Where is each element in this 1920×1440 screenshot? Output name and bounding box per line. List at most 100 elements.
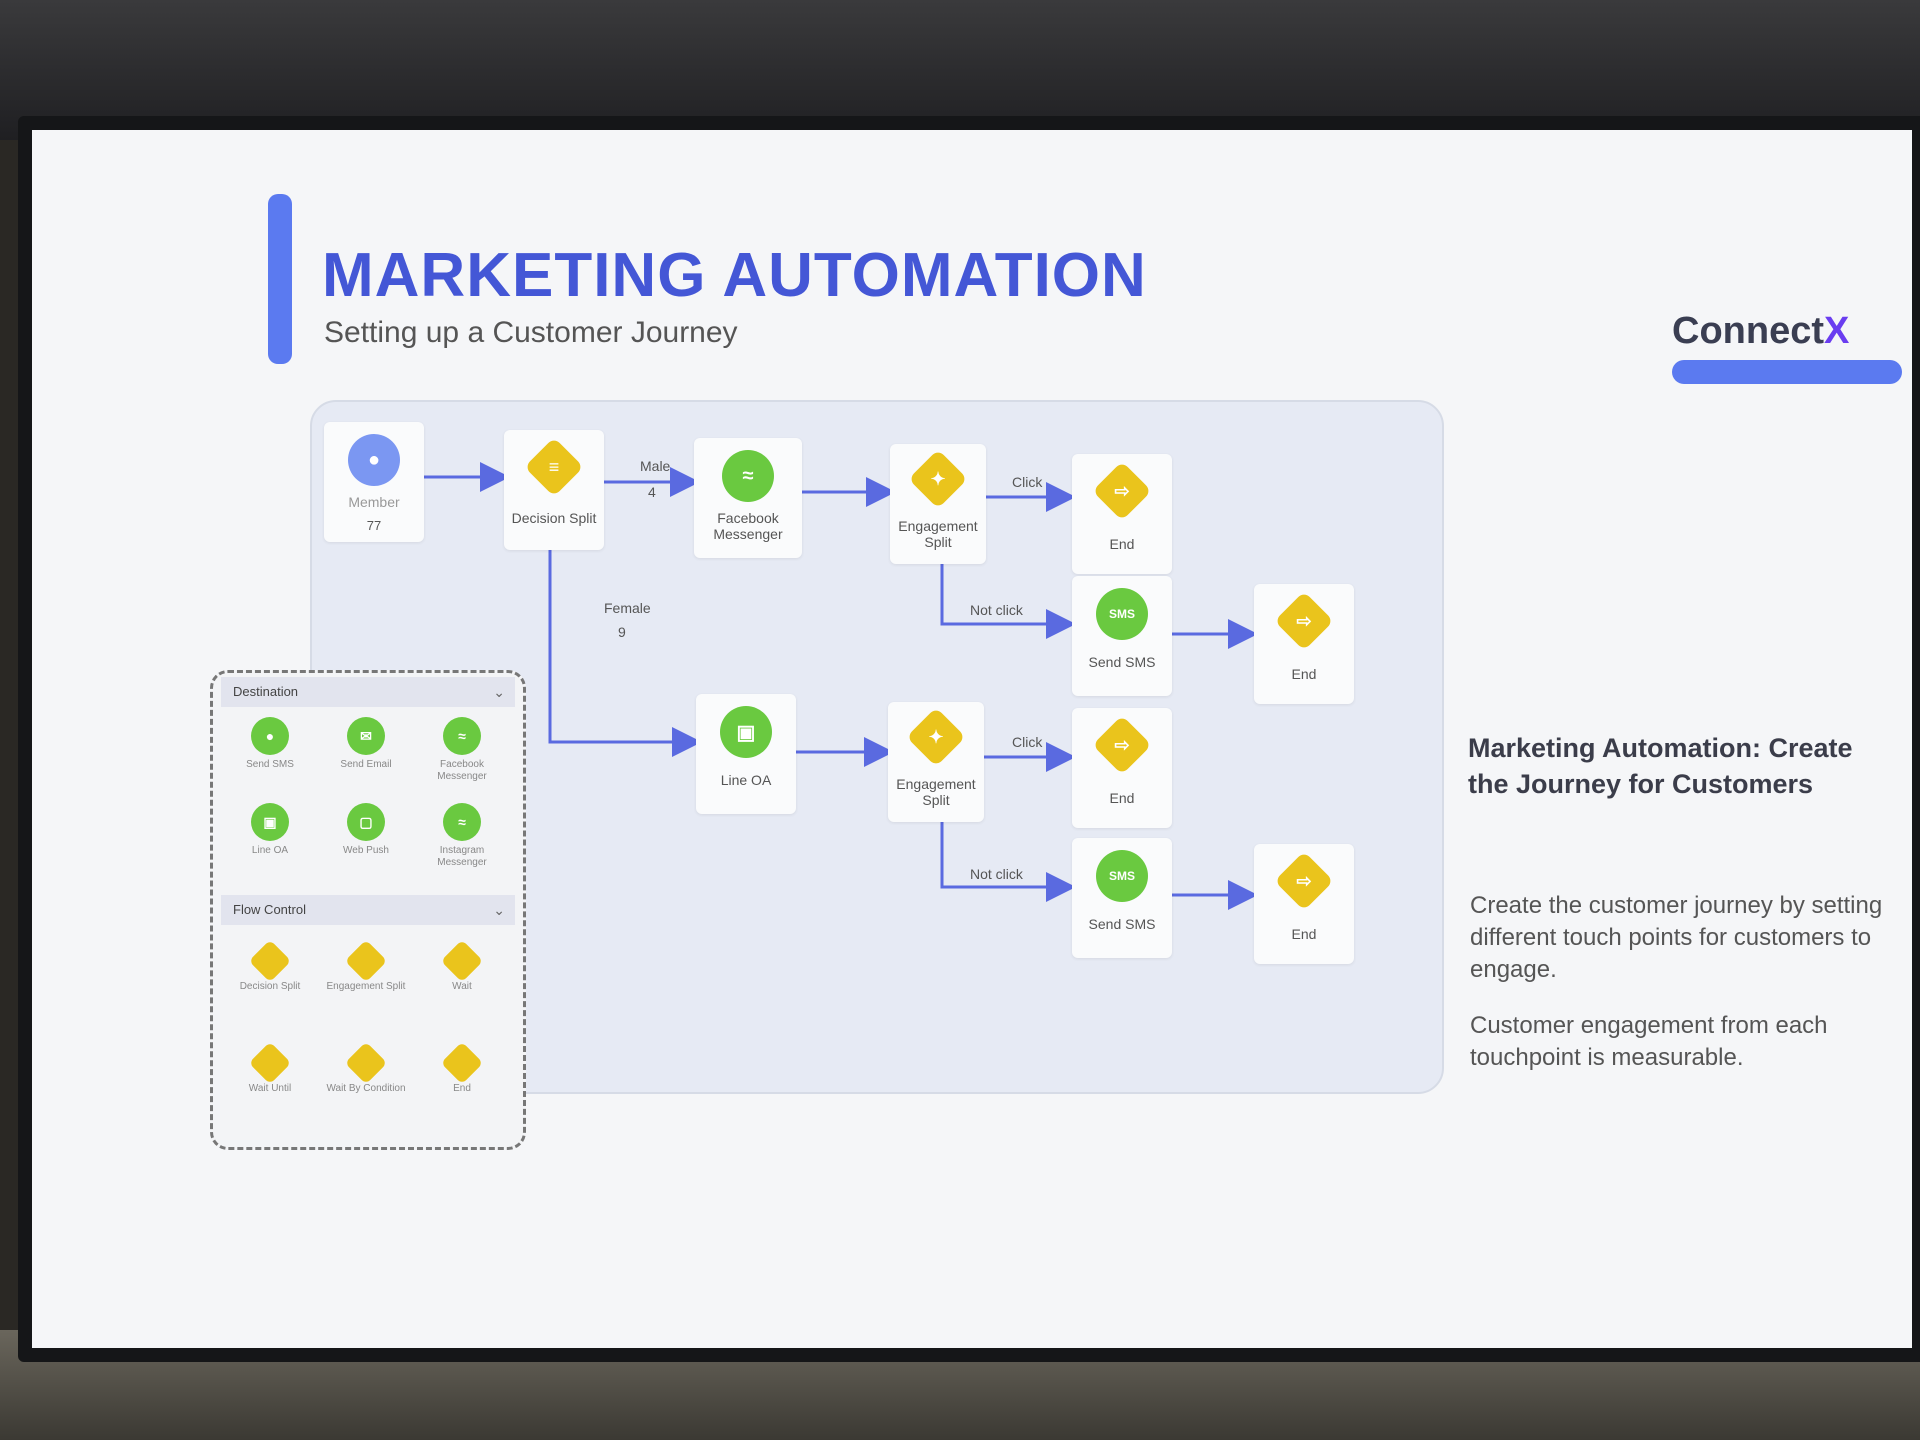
line-oa-node[interactable]: ▣ Line OA: [696, 694, 796, 814]
exit-door-icon: [440, 1041, 484, 1085]
facebook-messenger-node[interactable]: ≈ Facebook Messenger: [694, 438, 802, 558]
side-paragraph-1: Create the customer journey by setting d…: [1470, 892, 1883, 983]
chevron-down-icon[interactable]: ⌄: [493, 684, 505, 700]
exit-door-icon: ⇨: [1296, 870, 1312, 891]
sms-icon: ●: [251, 717, 289, 755]
projection-screen: MARKETING AUTOMATION Setting up a Custom…: [18, 116, 1920, 1362]
palette-label: Wait: [452, 981, 472, 992]
side-heading: Marketing Automation: Create the Journey…: [1468, 733, 1853, 799]
chevron-down-icon[interactable]: ⌄: [493, 902, 505, 918]
end-label-3: End: [1109, 790, 1135, 806]
end-node-4[interactable]: ⇨ End: [1254, 844, 1354, 964]
messenger-label-1: Facebook: [717, 510, 779, 526]
engagement-label-1: Engagement: [896, 776, 976, 792]
email-icon: ✉: [347, 717, 385, 755]
decision-split-node[interactable]: ≡ Decision Split: [504, 430, 604, 550]
engagement-split-node-2[interactable]: ✦ Engagement Split: [888, 702, 984, 822]
clock-icon: [248, 1041, 292, 1085]
not-click-label-1: Not click: [970, 602, 1023, 618]
flow-control-section-header[interactable]: Flow Control ⌄: [221, 895, 515, 925]
brand-text: Connect: [1672, 310, 1824, 352]
send-sms-label-1: Send SMS: [1088, 654, 1156, 670]
side-paragraph-2: Customer engagement from each touchpoint…: [1470, 1012, 1828, 1071]
title-accent-bar: [268, 194, 292, 364]
palette-item-wait-by-condition[interactable]: Wait By Condition: [321, 1041, 411, 1095]
slide-subtitle: Setting up a Customer Journey: [324, 316, 738, 349]
edge-female-lineoa: [548, 537, 702, 757]
engagement-label-2: Split: [924, 534, 952, 550]
brand-x-mark: X: [1824, 310, 1850, 352]
palette-item-send-sms[interactable]: ● Send SMS: [225, 717, 315, 771]
palette-label: Decision Split: [239, 981, 301, 992]
brand-logo: ConnectX: [1672, 310, 1849, 353]
palette-label: Instagram Messenger: [437, 845, 487, 868]
palette-item-wait[interactable]: Wait: [417, 939, 507, 993]
palette-item-decision-split[interactable]: Decision Split: [225, 939, 315, 993]
palette-item-instagram-messenger[interactable]: ≈ Instagram Messenger: [417, 803, 507, 869]
palette-item-wait-until[interactable]: Wait Until: [225, 1041, 315, 1095]
member-count: 77: [366, 518, 382, 533]
condition-icon: [344, 1041, 388, 1085]
end-label-1: End: [1109, 536, 1135, 552]
exit-door-icon: ⇨: [1114, 734, 1130, 755]
member-node[interactable]: ● Member 77: [324, 422, 424, 542]
palette-label: Engagement Split: [326, 981, 406, 992]
send-sms-node-2[interactable]: SMS Send SMS: [1072, 838, 1172, 958]
decision-split-label: Decision Split: [511, 510, 597, 526]
palette-label: End: [453, 1083, 471, 1094]
cursor-click-icon: ✦: [930, 468, 946, 489]
edge-notclick-sms2: [940, 807, 1076, 902]
messenger-icon: ≈: [443, 717, 481, 755]
end-node-3[interactable]: ⇨ End: [1072, 708, 1172, 828]
send-sms-label-2: Send SMS: [1088, 916, 1156, 932]
flow-connectors: [424, 462, 1258, 910]
palette-item-facebook-messenger[interactable]: ≈ Facebook Messenger: [417, 717, 507, 783]
end-node-2[interactable]: ⇨ End: [1254, 584, 1354, 704]
palette-item-line-oa[interactable]: ▣ Line OA: [225, 803, 315, 857]
messenger-icon: ≈: [722, 450, 774, 502]
destination-section-header[interactable]: Destination ⌄: [221, 677, 515, 707]
palette-item-engagement-split[interactable]: Engagement Split: [321, 939, 411, 993]
hourglass-icon: [440, 939, 484, 983]
branch-male-count: 4: [648, 484, 656, 500]
engagement-split-icon: [344, 939, 388, 983]
palette-label: Facebook Messenger: [437, 759, 487, 782]
sms-icon: SMS: [1096, 588, 1148, 640]
brand-underline: [1672, 360, 1902, 384]
web-push-icon: ▢: [347, 803, 385, 841]
branch-female-count: 9: [618, 624, 626, 640]
destination-header-label: Destination: [233, 684, 299, 699]
palette-item-send-email[interactable]: ✉ Send Email: [321, 717, 411, 771]
send-sms-node-1[interactable]: SMS Send SMS: [1072, 576, 1172, 696]
node-palette: Destination ⌄ ● Send SMS ✉ Send Email ≈ …: [210, 670, 526, 1150]
cursor-click-icon: ✦: [928, 726, 944, 747]
engagement-split-node-1[interactable]: ✦ Engagement Split: [890, 444, 986, 564]
palette-item-end[interactable]: End: [417, 1041, 507, 1095]
palette-label: Web Push: [343, 845, 389, 856]
not-click-label-2: Not click: [970, 866, 1023, 882]
exit-door-icon: ⇨: [1114, 480, 1130, 501]
palette-label: Send Email: [340, 759, 392, 770]
slide-title: MARKETING AUTOMATION: [322, 241, 1147, 310]
click-label-1: Click: [1012, 474, 1043, 490]
messenger-label-2: Messenger: [713, 526, 783, 542]
engagement-label-1: Engagement: [898, 518, 978, 534]
palette-label: Wait Until: [248, 1083, 292, 1094]
line-icon: ▣: [720, 706, 772, 758]
edge-notclick-sms1: [940, 547, 1076, 639]
palette-item-web-push[interactable]: ▢ Web Push: [321, 803, 411, 857]
split-glyph-icon: ≡: [548, 456, 560, 477]
decision-split-icon: [248, 939, 292, 983]
engagement-label-2: Split: [922, 792, 950, 808]
user-icon: ●: [348, 434, 400, 486]
end-node-1[interactable]: ⇨ End: [1072, 454, 1172, 574]
exit-door-icon: ⇨: [1296, 610, 1312, 631]
line-icon: ▣: [251, 803, 289, 841]
branch-female-label: Female: [604, 600, 651, 616]
end-label-2: End: [1291, 666, 1317, 682]
flow-control-header-label: Flow Control: [233, 902, 306, 917]
palette-label: Wait By Condition: [326, 1083, 406, 1094]
sms-icon: SMS: [1096, 850, 1148, 902]
click-label-2: Click: [1012, 734, 1043, 750]
line-oa-label: Line OA: [720, 772, 772, 788]
